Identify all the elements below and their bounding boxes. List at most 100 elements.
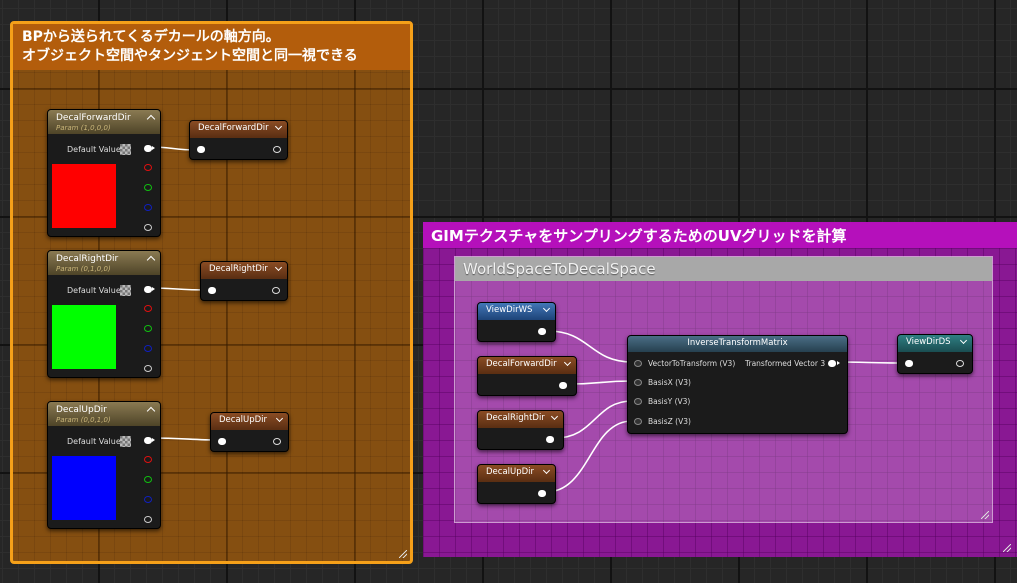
collapse-chevron-icon[interactable] bbox=[146, 114, 156, 124]
output-pin-g[interactable] bbox=[144, 476, 152, 483]
input-pin[interactable] bbox=[905, 360, 913, 367]
node-header[interactable]: DecalUpDir Param (0,0,1,0) bbox=[48, 402, 160, 426]
default-value-label: Default Value bbox=[67, 286, 121, 295]
color-swatch[interactable] bbox=[52, 164, 116, 228]
output-pin-g[interactable] bbox=[144, 325, 152, 332]
input-pin-basis-z[interactable] bbox=[634, 418, 642, 425]
named-reroute-decal-forward-dir[interactable]: DecalForwardDir bbox=[189, 120, 288, 160]
output-pin[interactable] bbox=[546, 436, 554, 443]
node-header[interactable]: ViewDirWS bbox=[478, 303, 555, 320]
node-header[interactable]: DecalForwardDir bbox=[190, 121, 287, 138]
node-subtitle: Param (0,1,0,0) bbox=[56, 265, 111, 273]
node-subtitle: Param (0,0,1,0) bbox=[56, 416, 111, 424]
node-header[interactable]: DecalRightDir bbox=[478, 411, 563, 428]
named-reroute-decal-up-dir[interactable]: DecalUpDir bbox=[210, 412, 289, 452]
param-node-decal-up-dir[interactable]: DecalUpDir Param (0,0,1,0) Default Value bbox=[47, 401, 161, 529]
output-pin-a[interactable] bbox=[144, 365, 152, 372]
node-title: ViewDirWS bbox=[486, 305, 533, 315]
function-node-inverse-transform-matrix[interactable]: InverseTransformMatrix VectorToTransform… bbox=[627, 335, 848, 434]
chevron-down-icon[interactable] bbox=[275, 414, 284, 423]
named-reroute-decal-up-dir-usage[interactable]: DecalUpDir bbox=[477, 464, 556, 504]
param-node-decal-forward-dir[interactable]: DecalForwardDir Param (1,0,0,0) Default … bbox=[47, 109, 161, 237]
node-title: DecalRightDir bbox=[56, 254, 119, 264]
resize-handle-icon[interactable] bbox=[1003, 544, 1011, 552]
output-pin-b[interactable] bbox=[144, 204, 152, 211]
input-pin-basis-y[interactable] bbox=[634, 398, 642, 405]
input-pin[interactable] bbox=[218, 438, 226, 445]
named-reroute-viewdirds[interactable]: ViewDirDS bbox=[897, 334, 973, 374]
color-swatch[interactable] bbox=[52, 456, 116, 520]
comment-title[interactable]: BPから送られてくるデカールの軸方向。 オブジェクト空間やタンジェント空間と同一… bbox=[13, 24, 410, 70]
node-title: DecalUpDir bbox=[486, 467, 535, 477]
chevron-down-icon[interactable] bbox=[542, 304, 551, 313]
node-title: DecalForwardDir bbox=[486, 359, 557, 369]
output-pin-r[interactable] bbox=[144, 164, 152, 171]
pin-arrow-icon bbox=[152, 438, 155, 442]
output-pin-a[interactable] bbox=[144, 224, 152, 231]
color-swatch[interactable] bbox=[52, 305, 116, 369]
output-pin-b[interactable] bbox=[144, 345, 152, 352]
output-pin[interactable] bbox=[956, 360, 964, 367]
node-header[interactable]: DecalForwardDir Param (1,0,0,0) bbox=[48, 110, 160, 134]
checkerboard-icon bbox=[120, 144, 131, 155]
output-pin-transformed-vector[interactable] bbox=[828, 360, 836, 367]
output-pin[interactable] bbox=[273, 438, 281, 445]
input-label: BasisX (V3) bbox=[648, 378, 691, 387]
node-header[interactable]: ViewDirDS bbox=[898, 335, 972, 352]
chevron-down-icon[interactable] bbox=[274, 263, 283, 272]
comment-title-line2: オブジェクト空間やタンジェント空間と同一視できる bbox=[22, 48, 358, 64]
node-header[interactable]: InverseTransformMatrix bbox=[628, 336, 847, 352]
named-reroute-viewdirws[interactable]: ViewDirWS bbox=[477, 302, 556, 342]
output-pin-b[interactable] bbox=[144, 496, 152, 503]
input-label: BasisY (V3) bbox=[648, 397, 691, 406]
resize-handle-icon[interactable] bbox=[399, 550, 407, 558]
output-pin-r[interactable] bbox=[144, 456, 152, 463]
checkerboard-icon bbox=[120, 436, 131, 447]
output-pin[interactable] bbox=[273, 146, 281, 153]
output-pin[interactable] bbox=[559, 382, 567, 389]
output-pin-r[interactable] bbox=[144, 305, 152, 312]
output-pin-rgba[interactable] bbox=[144, 145, 152, 152]
pin-arrow-icon bbox=[837, 361, 840, 365]
comment-title-line1: BPから送られてくるデカールの軸方向。 bbox=[22, 29, 280, 45]
named-reroute-decal-right-dir[interactable]: DecalRightDir bbox=[200, 261, 288, 301]
node-header[interactable]: DecalRightDir Param (0,1,0,0) bbox=[48, 251, 160, 275]
pin-arrow-icon bbox=[152, 287, 155, 291]
named-reroute-decal-forward-dir-usage[interactable]: DecalForwardDir bbox=[477, 356, 577, 396]
node-subtitle: Param (1,0,0,0) bbox=[56, 124, 111, 132]
resize-handle-icon[interactable] bbox=[981, 511, 989, 519]
node-header[interactable]: DecalRightDir bbox=[201, 262, 287, 279]
output-pin-a[interactable] bbox=[144, 516, 152, 523]
collapse-chevron-icon[interactable] bbox=[146, 406, 156, 416]
named-reroute-decal-right-dir-usage[interactable]: DecalRightDir bbox=[477, 410, 564, 450]
collapse-chevron-icon[interactable] bbox=[146, 255, 156, 265]
output-pin-rgba[interactable] bbox=[144, 286, 152, 293]
node-title: DecalForwardDir bbox=[56, 113, 131, 123]
input-pin[interactable] bbox=[208, 287, 216, 294]
comment-title[interactable]: GIMテクスチャをサンプリングするためのUVグリッドを計算 bbox=[423, 222, 1017, 248]
node-header[interactable]: DecalUpDir bbox=[211, 413, 288, 430]
output-pin[interactable] bbox=[538, 328, 546, 335]
chevron-down-icon[interactable] bbox=[959, 336, 968, 345]
chevron-down-icon[interactable] bbox=[274, 122, 283, 131]
node-title: DecalUpDir bbox=[56, 405, 107, 415]
chevron-down-icon[interactable] bbox=[550, 412, 559, 421]
param-node-decal-right-dir[interactable]: DecalRightDir Param (0,1,0,0) Default Va… bbox=[47, 250, 161, 378]
node-header[interactable]: DecalForwardDir bbox=[478, 357, 576, 374]
node-title: ViewDirDS bbox=[906, 337, 951, 347]
checkerboard-icon bbox=[120, 285, 131, 296]
output-pin-g[interactable] bbox=[144, 184, 152, 191]
chevron-down-icon[interactable] bbox=[563, 358, 572, 367]
node-title: DecalForwardDir bbox=[198, 123, 269, 133]
input-pin-vector-to-transform[interactable] bbox=[634, 360, 642, 367]
input-label: BasisZ (V3) bbox=[648, 417, 691, 426]
default-value-label: Default Value bbox=[67, 145, 121, 154]
input-pin-basis-x[interactable] bbox=[634, 379, 642, 386]
output-pin-rgba[interactable] bbox=[144, 437, 152, 444]
node-header[interactable]: DecalUpDir bbox=[478, 465, 555, 482]
chevron-down-icon[interactable] bbox=[542, 466, 551, 475]
comment-title[interactable]: WorldSpaceToDecalSpace bbox=[455, 257, 992, 281]
output-pin[interactable] bbox=[272, 287, 280, 294]
output-pin[interactable] bbox=[538, 490, 546, 497]
input-pin[interactable] bbox=[197, 146, 205, 153]
